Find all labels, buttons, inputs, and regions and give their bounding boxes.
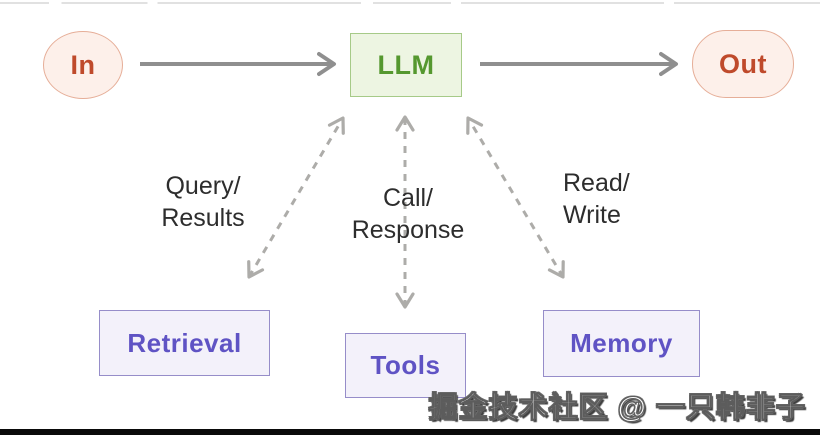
bottom-black-bar bbox=[0, 429, 820, 435]
top-divider-line bbox=[0, 2, 820, 4]
node-input-label: In bbox=[70, 49, 96, 80]
node-llm: LLM bbox=[350, 33, 462, 97]
node-retrieval: Retrieval bbox=[99, 310, 270, 376]
node-tools: Tools bbox=[345, 333, 466, 398]
node-memory: Memory bbox=[543, 310, 700, 377]
edge-label-call-response: Call/ Response bbox=[351, 184, 465, 244]
arrow-llm-memory bbox=[466, 116, 565, 279]
node-input: In bbox=[43, 31, 123, 99]
edge-label-read-write: Read/ Write bbox=[563, 169, 630, 229]
watermark-text: 掘金技术社区 @ 一只韩非子 bbox=[428, 392, 806, 425]
node-output: Out bbox=[692, 30, 794, 98]
edge-label-query-results: Query/ Results bbox=[161, 172, 245, 232]
node-memory-label: Memory bbox=[570, 328, 673, 358]
node-tools-label: Tools bbox=[370, 350, 441, 380]
arrow-llm-retrieval bbox=[247, 116, 345, 279]
node-llm-label: LLM bbox=[377, 49, 435, 80]
node-retrieval-label: Retrieval bbox=[127, 327, 242, 358]
node-output-label: Out bbox=[719, 48, 767, 79]
